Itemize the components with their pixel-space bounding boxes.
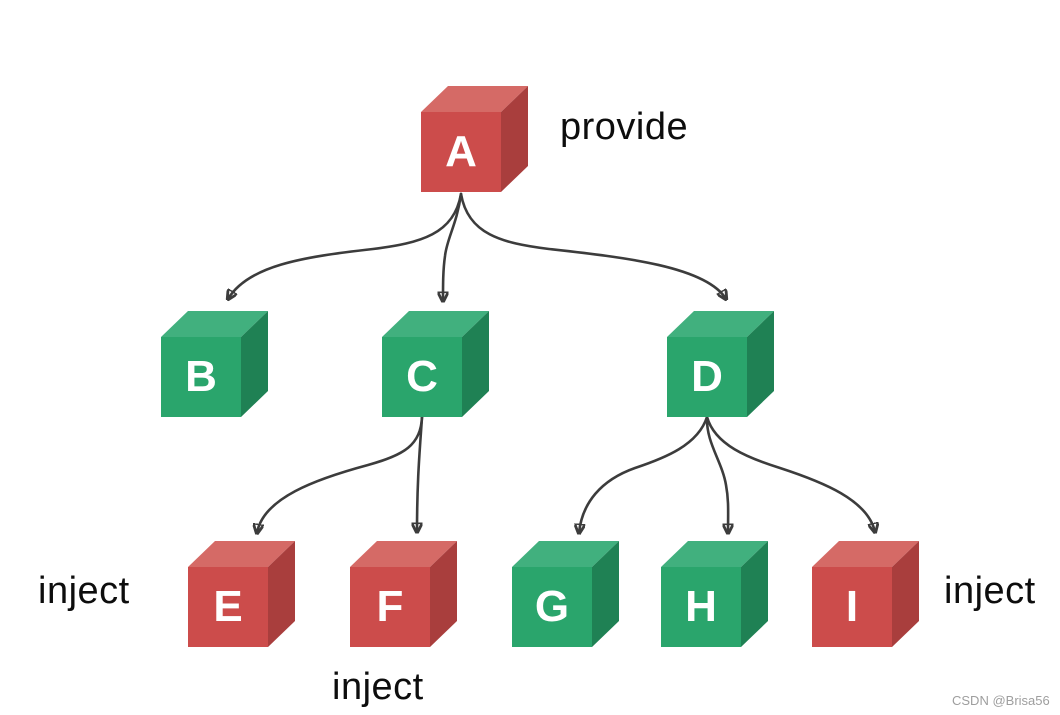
node-I: I	[812, 541, 919, 647]
inject-label-bottom: inject	[332, 666, 424, 708]
cube-icon	[382, 311, 489, 417]
edge-A-C	[443, 192, 463, 301]
node-label: D	[691, 352, 723, 401]
cube-icon	[661, 541, 768, 647]
cube-icon	[812, 541, 919, 647]
edge-C-E	[257, 415, 424, 533]
provide-label: provide	[560, 106, 689, 148]
node-label: C	[406, 352, 438, 401]
node-D: D	[667, 311, 774, 417]
node-A: A	[421, 86, 528, 192]
inject-label-left: inject	[38, 570, 130, 612]
node-label: H	[685, 582, 717, 631]
node-label: E	[213, 582, 243, 631]
node-label: A	[445, 127, 477, 176]
node-E: E	[188, 541, 295, 647]
cube-icon	[188, 541, 295, 647]
node-label: F	[376, 582, 404, 631]
inject-label-right: inject	[944, 570, 1036, 612]
edge-C-F	[417, 415, 424, 532]
cube-icon	[667, 311, 774, 417]
node-C: C	[382, 311, 489, 417]
edge-D-H	[705, 415, 728, 533]
cube-icon	[421, 86, 528, 192]
edge-D-G	[579, 415, 709, 533]
edge-D-I	[705, 415, 875, 532]
node-label: I	[845, 582, 859, 631]
node-label: B	[185, 352, 217, 401]
node-F: F	[350, 541, 457, 647]
edge-A-D	[459, 192, 726, 299]
cube-icon	[512, 541, 619, 647]
watermark: CSDN @Brisa56	[952, 693, 1050, 708]
node-label: G	[534, 582, 570, 631]
cube-icon	[350, 541, 457, 647]
node-G: G	[512, 541, 619, 647]
cube-icon	[161, 311, 268, 417]
edge-A-B	[228, 192, 463, 299]
node-B: B	[161, 311, 268, 417]
node-H: H	[661, 541, 768, 647]
